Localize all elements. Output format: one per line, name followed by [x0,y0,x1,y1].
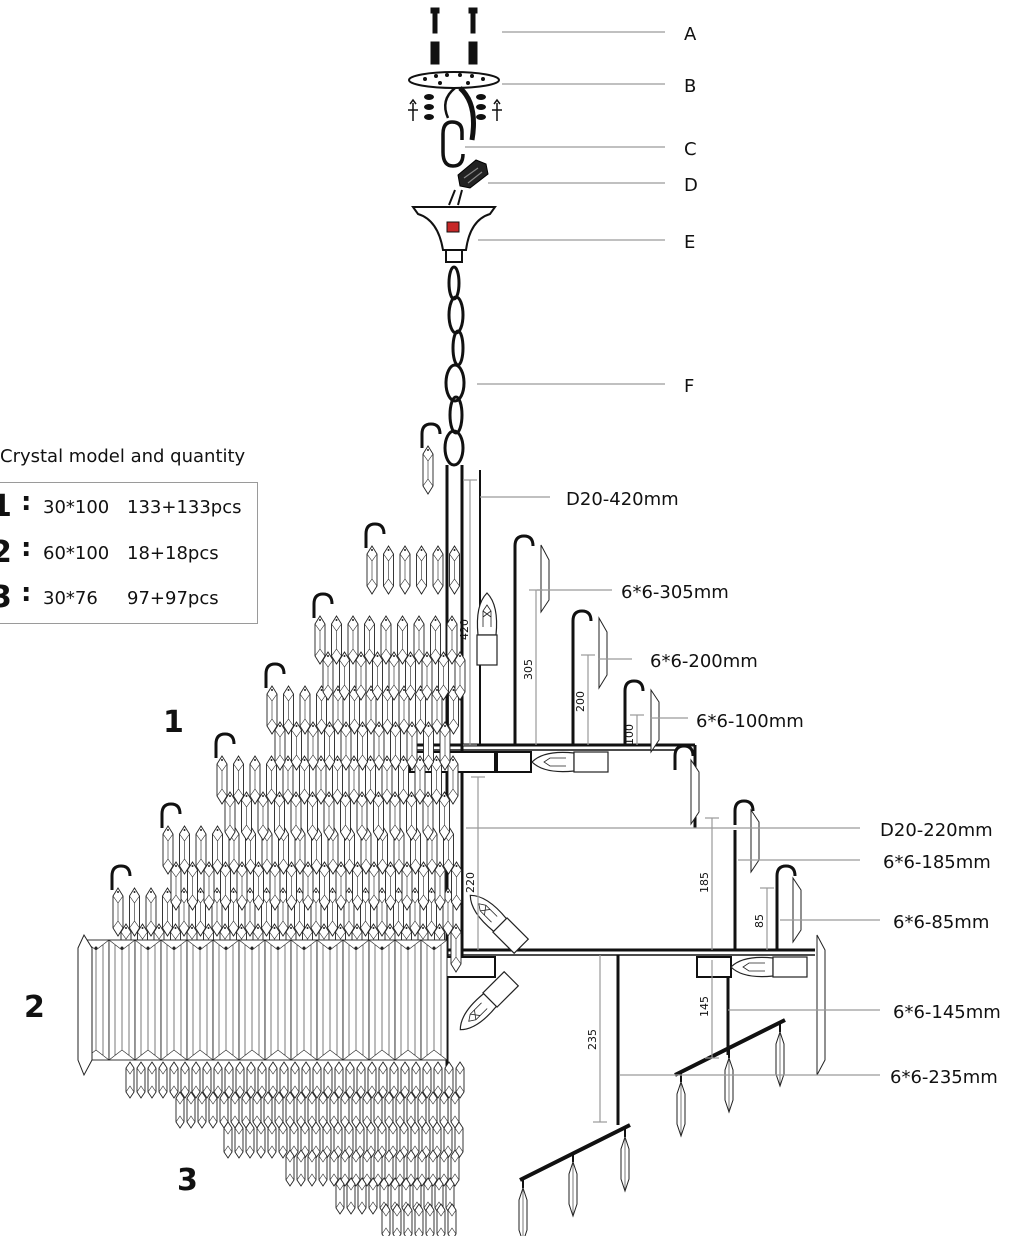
dim-185: 185 [698,872,711,893]
crystal-legend: 1 : 30*100 133+133pcs 2 : 60*100 18+18pc… [0,482,258,624]
dim-220: 220 [464,872,477,893]
ceiling-hook [441,120,465,168]
dim-305: 305 [522,659,535,680]
part-label-d: D [684,175,698,196]
dim-420: 420 [458,619,471,640]
legend-row-separator: : [21,533,32,563]
dim-100: 100 [623,724,636,745]
dim-85: 85 [753,914,766,928]
arm-label-d20-420: D20-420mm [566,489,679,510]
upper-tier-right-arms [513,534,826,1076]
tier-labels: 1 2 3 [24,705,198,1198]
wire-connector [457,159,489,189]
hanging-chain [443,265,466,467]
diagonal-pendants [518,1021,785,1236]
arm-label-200: 6*6-200mm [650,651,758,672]
vertical-dimension-values: 420 305 200 100 220 185 85 145 235 [458,619,766,1050]
arm-label-85: 6*6-85mm [893,912,989,933]
tier-label-3: 3 [177,1163,198,1198]
part-label-b: B [684,76,696,97]
legend-row-model: 30*100 [43,497,110,518]
dim-235: 235 [586,1029,599,1050]
arm-label-145: 6*6-145mm [893,1002,1001,1023]
mounting-plate [408,71,502,141]
legend-title: Crystal model and quantity [0,446,246,467]
part-label-f: F [684,376,694,397]
part-leader-lines [465,31,665,385]
arm-label-100: 6*6-100mm [696,711,804,732]
tier-label-2: 2 [24,990,45,1025]
part-label-c: C [684,139,697,160]
part-label-a: A [684,24,697,45]
legend-row-number: 1 [0,489,12,524]
part-label-e: E [684,232,695,253]
part-labels: A B C D E F [684,24,698,397]
arm-labels: D20-420mm 6*6-305mm 6*6-200mm 6*6-100mm … [566,489,1001,1088]
tier-label-1: 1 [163,705,184,740]
canopy [411,189,497,263]
arm-label-d20-220: D20-220mm [880,820,993,841]
legend-row-number: 3 [0,580,12,615]
legend-row-quantity: 97+97pcs [127,588,219,609]
legend-row-model: 60*100 [43,543,110,564]
legend-row-quantity: 18+18pcs [127,543,219,564]
crystal-tiers [77,422,466,1236]
legend-row-quantity: 133+133pcs [127,497,242,518]
legend-row-number: 2 [0,535,12,570]
legend-row-model: 30*76 [43,588,98,609]
dimension-lines [463,479,880,1123]
legend-row-separator: : [21,578,32,608]
dim-200: 200 [574,691,587,712]
arm-label-235: 6*6-235mm [890,1067,998,1088]
arm-label-305: 6*6-305mm [621,582,729,603]
arm-label-185: 6*6-185mm [883,852,991,873]
dim-145: 145 [698,996,711,1017]
legend-row-separator: : [21,487,32,517]
mounting-screws [430,7,478,65]
